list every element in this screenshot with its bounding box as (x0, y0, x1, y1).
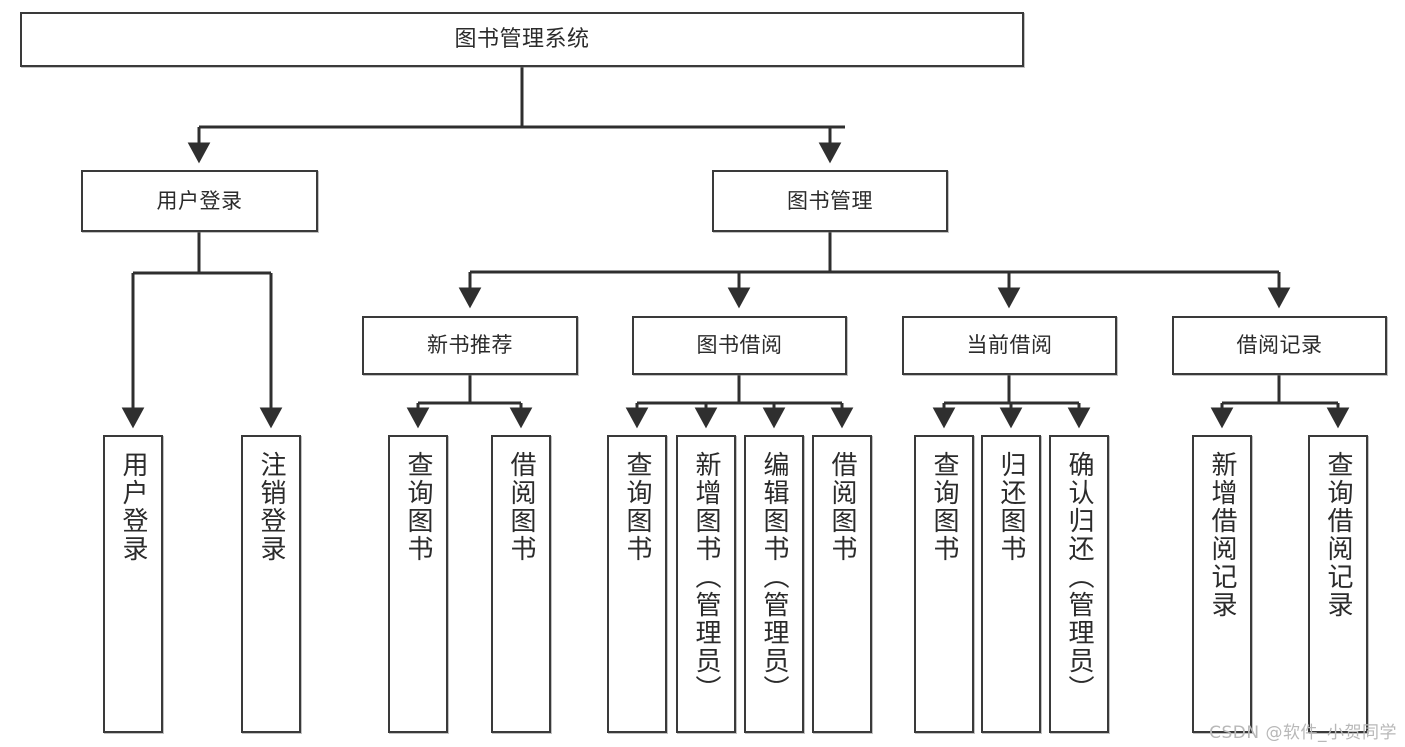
node-book-borrow[interactable]: 图书借阅 (632, 316, 847, 375)
node-leaf-query-book-1[interactable]: 查询图书 (388, 435, 448, 733)
node-new-book-recommend[interactable]: 新书推荐 (362, 316, 578, 375)
node-leaf-borrow-book-1[interactable]: 借阅图书 (491, 435, 551, 733)
node-leaf-query-book-2-label: 查询图书 (622, 451, 652, 563)
node-leaf-return-book[interactable]: 归还图书 (981, 435, 1041, 733)
node-book-management-label: 图书管理 (787, 188, 873, 213)
node-book-borrow-label: 图书借阅 (696, 333, 783, 358)
node-leaf-add-book-label: 新增图书（管理员） (691, 451, 721, 703)
node-current-borrow-label: 当前借阅 (966, 333, 1053, 358)
node-leaf-user-login-label: 用户登录 (118, 451, 148, 563)
node-user-login[interactable]: 用户登录 (81, 170, 318, 232)
node-leaf-confirm-return-label: 确认归还（管理员） (1064, 451, 1094, 703)
node-leaf-borrow-book-2-label: 借阅图书 (827, 451, 857, 563)
node-leaf-edit-book[interactable]: 编辑图书（管理员） (744, 435, 804, 733)
node-user-login-label: 用户登录 (156, 188, 243, 213)
node-leaf-edit-book-label: 编辑图书（管理员） (759, 451, 789, 703)
node-leaf-query-book-3[interactable]: 查询图书 (914, 435, 974, 733)
node-borrow-record[interactable]: 借阅记录 (1172, 316, 1387, 375)
node-root-label: 图书管理系统 (454, 26, 590, 52)
csdn-watermark: CSDN @软件_小贺同学 (1209, 723, 1397, 743)
node-current-borrow[interactable]: 当前借阅 (902, 316, 1117, 375)
node-leaf-query-record-label: 查询借阅记录 (1323, 451, 1353, 619)
node-leaf-add-record-label: 新增借阅记录 (1207, 451, 1237, 619)
node-leaf-user-login[interactable]: 用户登录 (103, 435, 163, 733)
node-book-management[interactable]: 图书管理 (712, 170, 948, 232)
node-leaf-return-book-label: 归还图书 (996, 451, 1026, 563)
node-leaf-query-book-2[interactable]: 查询图书 (607, 435, 667, 733)
node-leaf-query-book-3-label: 查询图书 (929, 451, 959, 563)
node-leaf-logout-login-label: 注销登录 (256, 451, 286, 563)
node-leaf-add-record[interactable]: 新增借阅记录 (1192, 435, 1252, 733)
node-leaf-query-book-1-label: 查询图书 (403, 451, 433, 563)
node-root-book-management-system[interactable]: 图书管理系统 (20, 12, 1024, 67)
node-leaf-borrow-book-1-label: 借阅图书 (506, 451, 536, 563)
node-leaf-logout-login[interactable]: 注销登录 (241, 435, 301, 733)
node-leaf-borrow-book-2[interactable]: 借阅图书 (812, 435, 872, 733)
node-borrow-record-label: 借阅记录 (1236, 333, 1323, 358)
node-leaf-query-record[interactable]: 查询借阅记录 (1308, 435, 1368, 733)
node-leaf-confirm-return[interactable]: 确认归还（管理员） (1049, 435, 1109, 733)
node-new-book-recommend-label: 新书推荐 (427, 333, 513, 358)
node-leaf-add-book[interactable]: 新增图书（管理员） (676, 435, 736, 733)
